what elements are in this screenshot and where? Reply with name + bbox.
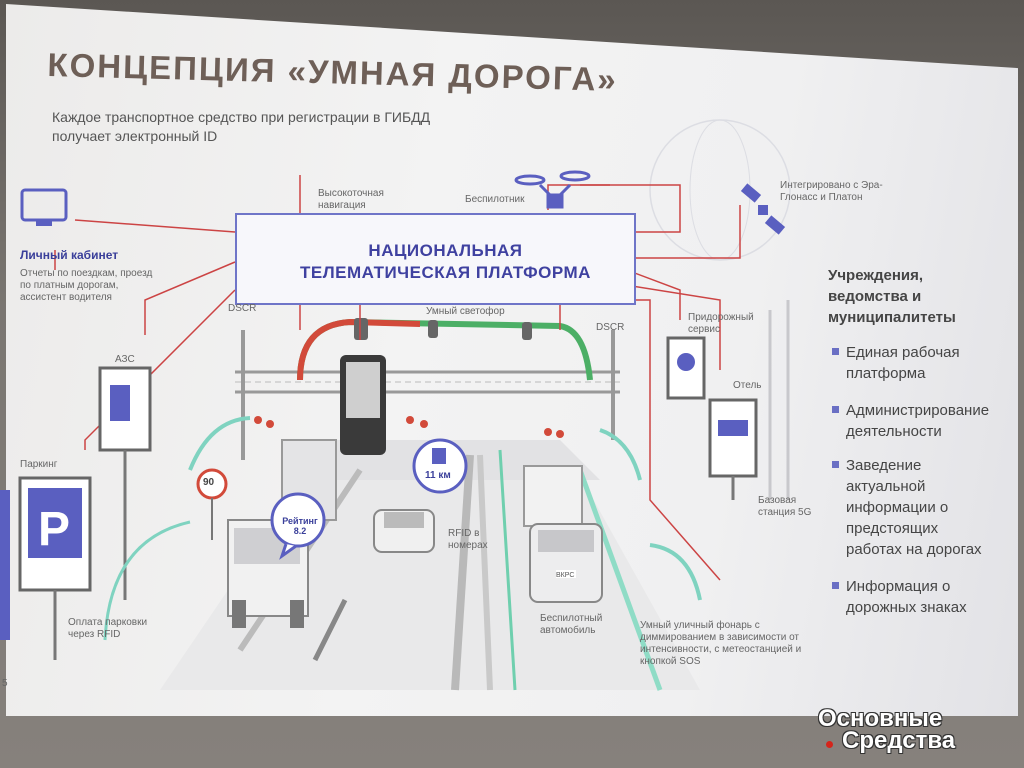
watermark-line2: Средства: [842, 727, 956, 754]
lane-line: [451, 454, 474, 691]
watermark-dot: [826, 741, 833, 748]
location-pin-icon: [254, 416, 564, 438]
rating-value: Рейтинг 8.2: [282, 516, 318, 536]
cell-tower-icon: [768, 300, 790, 500]
traffic-light-label: Умный светофор: [426, 306, 505, 317]
lane-line-green: [498, 449, 517, 691]
bed-icon: [718, 420, 748, 436]
roadside-label: Придорожный сервис: [688, 312, 754, 335]
car-icon: [373, 509, 435, 553]
satellite-icon: [740, 183, 786, 235]
gas-label: АЗС: [115, 354, 135, 365]
watermark-line1: Основные: [818, 705, 943, 732]
platform-title: НАЦИОНАЛЬНАЯ ТЕЛЕМАТИЧЕСКАЯ ПЛАТФОРМА: [300, 240, 591, 284]
base-station-label: Базовая станция 5G: [758, 495, 812, 518]
speed-sign-value: 90: [203, 477, 215, 488]
parking-p-icon: P: [38, 503, 70, 556]
telematic-platform-box: [235, 213, 636, 305]
distance-bubble: [412, 438, 468, 494]
glonass-label: Интегрировано с Эра-Глонасс и Платон: [780, 180, 883, 203]
qr-code-icon: [346, 362, 380, 418]
rating-bubble: [270, 492, 326, 560]
drone-icon: [514, 170, 591, 209]
hotel-sign: [708, 398, 758, 478]
right-panel-item: Информация о дорожных знаках: [832, 576, 996, 618]
rfid-label: RFID в номерах: [448, 528, 488, 551]
edge-sign: [0, 490, 10, 640]
signal-icon: [354, 318, 368, 340]
drone-label: Беспилотник: [465, 194, 525, 205]
computer-icon: [20, 188, 68, 222]
dsrc-right-label: DSCR: [596, 322, 625, 333]
page-number: 5: [2, 678, 8, 689]
platform-line1: НАЦИОНАЛЬНАЯ: [368, 241, 523, 260]
cabinet-title: Личный кабинет: [20, 248, 119, 262]
platform-line2: ТЕЛЕМАТИЧЕСКАЯ ПЛАТФОРМА: [300, 263, 591, 282]
hotel-label: Отель: [733, 380, 762, 391]
navigation-label: Высокоточная навигация: [318, 188, 384, 211]
right-panel-item: Администрирование деятельности: [832, 400, 996, 442]
distance-value: 11 км: [425, 470, 451, 481]
fuel-pump-icon: [110, 385, 130, 421]
street-lamp-label: Умный уличный фонарь с диммированием в з…: [640, 620, 802, 667]
wrench-icon: [677, 353, 695, 371]
parking-payment-label: Оплата парковки через RFID: [68, 617, 148, 640]
car-plate: ВКРС: [556, 572, 575, 579]
driverless-label: Беспилотный автомобиль: [540, 613, 603, 636]
driverless-car-icon: [523, 465, 603, 603]
fuel-icon: [432, 448, 446, 464]
dsrc-left-label: DSCR: [228, 303, 257, 314]
globe-icon: [649, 119, 791, 261]
right-panel-item: Заведение актуальной информации о предст…: [832, 455, 996, 560]
cabinet-description: Отчеты по поездкам, проезд по платным до…: [20, 268, 153, 303]
right-panel-title: Учреждения, ведомства и муниципалитеты: [828, 267, 956, 326]
right-panel-item: Единая рабочая платформа: [832, 342, 996, 384]
page-subtitle: Каждое транспортное средство при регистр…: [52, 109, 431, 144]
parking-label: Паркинг: [20, 459, 58, 470]
